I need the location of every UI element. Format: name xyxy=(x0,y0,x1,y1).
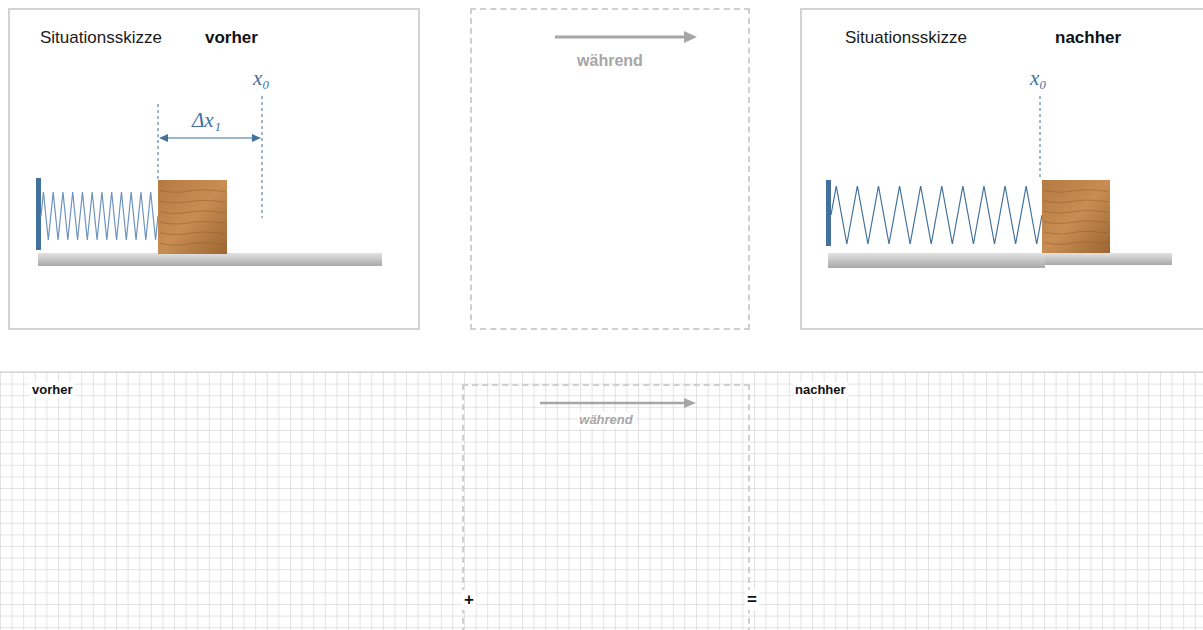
dashed-line xyxy=(158,104,159,180)
arrow-head xyxy=(684,398,696,408)
floor xyxy=(1045,253,1172,265)
column-label: vorher xyxy=(30,382,74,398)
sketch-panel: während xyxy=(462,384,750,630)
sketch-panel: Situationsskizze vorher xyxy=(8,8,420,330)
grid-line xyxy=(0,372,1203,373)
column-label: nachher xyxy=(793,382,848,398)
arrow-line xyxy=(540,402,686,405)
sketch-title: Situationsskizze xyxy=(845,28,967,48)
dimension-line xyxy=(166,137,254,138)
sketch-title: Situationsskizze xyxy=(40,28,162,48)
plus-sign: + xyxy=(462,590,476,610)
wood-grain xyxy=(1044,190,1108,245)
floor xyxy=(828,253,1045,268)
grid-paper xyxy=(0,372,1203,630)
state-label: nachher xyxy=(1055,28,1121,48)
sketch-panel: während xyxy=(470,8,750,330)
dashed-line xyxy=(262,96,263,218)
arrow-head xyxy=(252,134,261,142)
sketch-panel: Situationsskizze nachher xyxy=(800,8,1203,330)
wall xyxy=(36,178,41,250)
dashed-line xyxy=(1040,96,1041,180)
spring xyxy=(831,186,1042,244)
state-label: vorher xyxy=(205,28,258,48)
phase-label: während xyxy=(577,412,634,428)
wall xyxy=(826,180,831,246)
arrow-head xyxy=(684,31,697,43)
phase-label: während xyxy=(577,51,643,70)
floor xyxy=(38,253,382,266)
equals-sign: = xyxy=(745,590,759,610)
rest-position-label: x₀ xyxy=(253,66,270,91)
wood-block xyxy=(1042,180,1110,253)
wood-grain xyxy=(160,190,225,245)
displacement-label: Δx₁ xyxy=(192,108,221,133)
rest-position-label: x₀ xyxy=(1030,66,1047,91)
arrow-head xyxy=(159,134,168,142)
wood-block xyxy=(158,180,227,254)
arrow-line xyxy=(555,36,686,39)
spring xyxy=(41,192,158,240)
